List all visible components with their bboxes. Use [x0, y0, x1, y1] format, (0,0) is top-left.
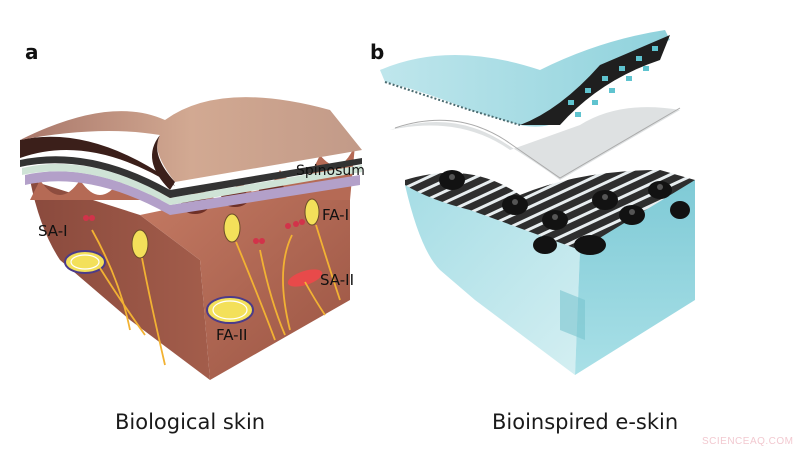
caption-biological-skin: Biological skin: [115, 410, 266, 434]
label-fa2: FA-II: [216, 326, 248, 344]
watermark: SCIENCEAQ.COM: [702, 436, 794, 447]
label-spinosum: Spinosum: [296, 163, 365, 179]
label-sa1: SA-I: [38, 222, 68, 240]
biological-skin-illustration: [20, 97, 362, 380]
panel-a-letter: a: [25, 40, 39, 64]
label-sa2: SA-II: [320, 271, 354, 289]
e-skin-illustration: [380, 30, 695, 375]
caption-bioinspired-e-skin: Bioinspired e-skin: [492, 410, 679, 434]
label-fa1: FA-I: [322, 206, 350, 224]
panel-b-letter: b: [370, 40, 385, 64]
